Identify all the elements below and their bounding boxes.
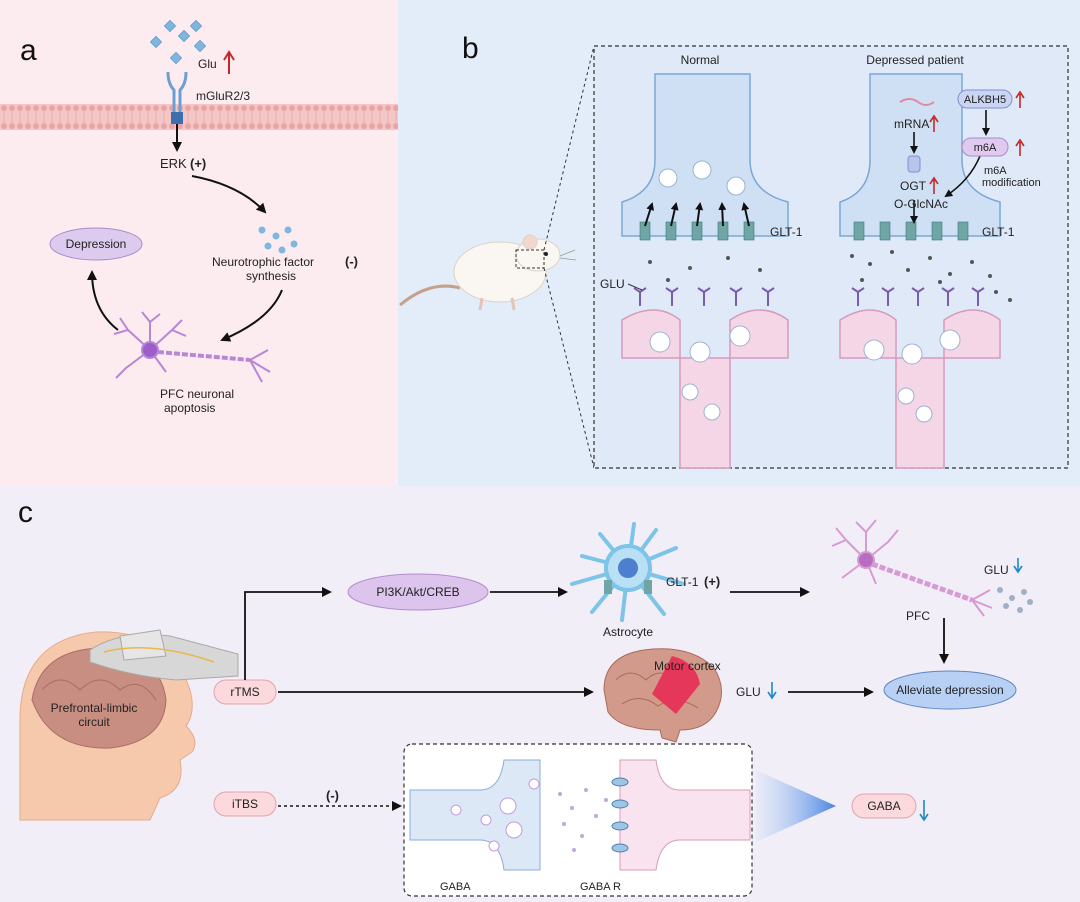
ogt-up-arrow-icon — [929, 176, 939, 194]
apoptosis-to-depression-arrow — [87, 270, 119, 331]
glu-release-dots — [997, 587, 1033, 613]
pfc-label: PFC — [906, 609, 930, 623]
astrocyte-label: Astrocyte — [603, 625, 653, 639]
glt1-left-label: GLT-1 — [770, 225, 803, 239]
m6a-mod-line2: modification — [982, 177, 1041, 189]
alleviate-node — [883, 670, 1017, 710]
ogt-protein-icon — [907, 155, 921, 173]
glu-label-b: GLU — [600, 277, 625, 291]
gaba-left-label: GABA — [440, 881, 471, 893]
brain-label-line2: circuit — [78, 715, 110, 729]
gaba-r-label: GABA R — [580, 881, 621, 893]
glutamate-molecules — [149, 19, 207, 65]
panel-a: a Glu mGluR2/3 ERK (+) — [0, 0, 398, 486]
panel-c: c Prefrontal-limbic circuit rTMS iTBS (-… — [0, 486, 1080, 902]
m6a-node — [961, 137, 1009, 157]
mrna-up-arrow-icon — [929, 114, 939, 132]
gaba-synapse — [409, 759, 751, 871]
gaba-out-node — [851, 793, 917, 819]
mrna-strand-icon — [899, 98, 935, 106]
factor-to-apoptosis-arrow — [220, 289, 283, 342]
pfc-neuron-icon-c — [831, 519, 993, 617]
brain-motor-cortex-icon — [603, 648, 722, 743]
erk-to-factor-arrow — [191, 175, 267, 214]
rtms-to-pathway-arrow — [244, 587, 332, 680]
gaba-synapse-box — [403, 743, 753, 897]
depression-node — [49, 227, 143, 261]
alkbh5-label: ALKBH5 — [964, 94, 1006, 106]
glu-mid-down-arrow-icon — [767, 682, 777, 700]
ogt-label: OGT — [900, 179, 927, 193]
mrna-label: mRNA — [894, 117, 929, 131]
itbs-node — [213, 791, 277, 817]
m6a-label: m6A — [974, 142, 997, 154]
cell-membrane — [0, 104, 398, 130]
pathway-node — [347, 573, 489, 611]
glu-pointer — [627, 283, 643, 291]
zoom-line-top — [543, 45, 595, 251]
rtms-label: rTMS — [230, 685, 259, 699]
glt1-label-c: GLT-1 — [666, 575, 699, 589]
glt1-right-label: GLT-1 — [982, 225, 1015, 239]
head-with-tms-device-icon — [19, 629, 239, 821]
itbs-sign: (-) — [326, 788, 339, 803]
normal-synapse — [621, 73, 789, 469]
apoptosis-label-line2: apoptosis — [164, 401, 215, 415]
gaba-down-arrow-icon — [919, 800, 929, 822]
m6a-up-arrow-icon — [1015, 138, 1025, 156]
alleviate-label: Alleviate depression — [896, 683, 1003, 697]
rat-icon — [399, 234, 577, 311]
depressed-synapse — [839, 73, 1012, 469]
neurotrophic-factor-dots — [258, 226, 298, 254]
panel-b: b Normal Depressed patient — [398, 0, 1080, 486]
glt1-sign: (+) — [704, 574, 720, 589]
gaba-out-label: GABA — [867, 799, 900, 813]
glu-top-label: GLU — [984, 563, 1009, 577]
gaba-effect-cone — [756, 770, 836, 842]
brain-label-line1: Prefrontal-limbic — [51, 701, 138, 715]
depression-label: Depression — [66, 237, 127, 251]
pfc-neuron-icon — [113, 311, 271, 383]
receptor-label: mGluR2/3 — [196, 89, 250, 103]
panel-c-letter: c — [18, 496, 33, 529]
panel-b-letter: b — [462, 32, 479, 65]
pathway-label: PI3K/Akt/CREB — [376, 585, 459, 599]
erk-sign: (+) — [190, 156, 206, 171]
glu-mid-label: GLU — [736, 685, 761, 699]
panel-a-letter: a — [20, 34, 37, 67]
normal-label: Normal — [681, 53, 720, 67]
astrocyte-icon — [570, 522, 686, 622]
alkbh5-node — [957, 89, 1013, 109]
glu-label: Glu — [198, 57, 217, 71]
depressed-label: Depressed patient — [866, 53, 964, 67]
oglcnac-label: O-GlcNAc — [894, 197, 948, 211]
zoom-line-bottom — [543, 267, 595, 469]
motor-label: Motor cortex — [654, 659, 721, 673]
apoptosis-label-line1: PFC neuronal — [160, 387, 234, 401]
m6a-mod-line1: m6A — [984, 165, 1007, 177]
mglur-receptor-icon — [166, 71, 188, 124]
factor-sign: (-) — [345, 254, 358, 269]
glu-top-down-arrow-icon — [1013, 558, 1023, 574]
erk-label: ERK — [160, 156, 187, 171]
alkbh5-up-arrow-icon — [1015, 90, 1025, 108]
itbs-label: iTBS — [232, 797, 258, 811]
glu-up-arrow-icon — [223, 50, 235, 74]
factor-label-line2: synthesis — [246, 269, 296, 283]
factor-label-line1: Neurotrophic factor — [212, 255, 314, 269]
